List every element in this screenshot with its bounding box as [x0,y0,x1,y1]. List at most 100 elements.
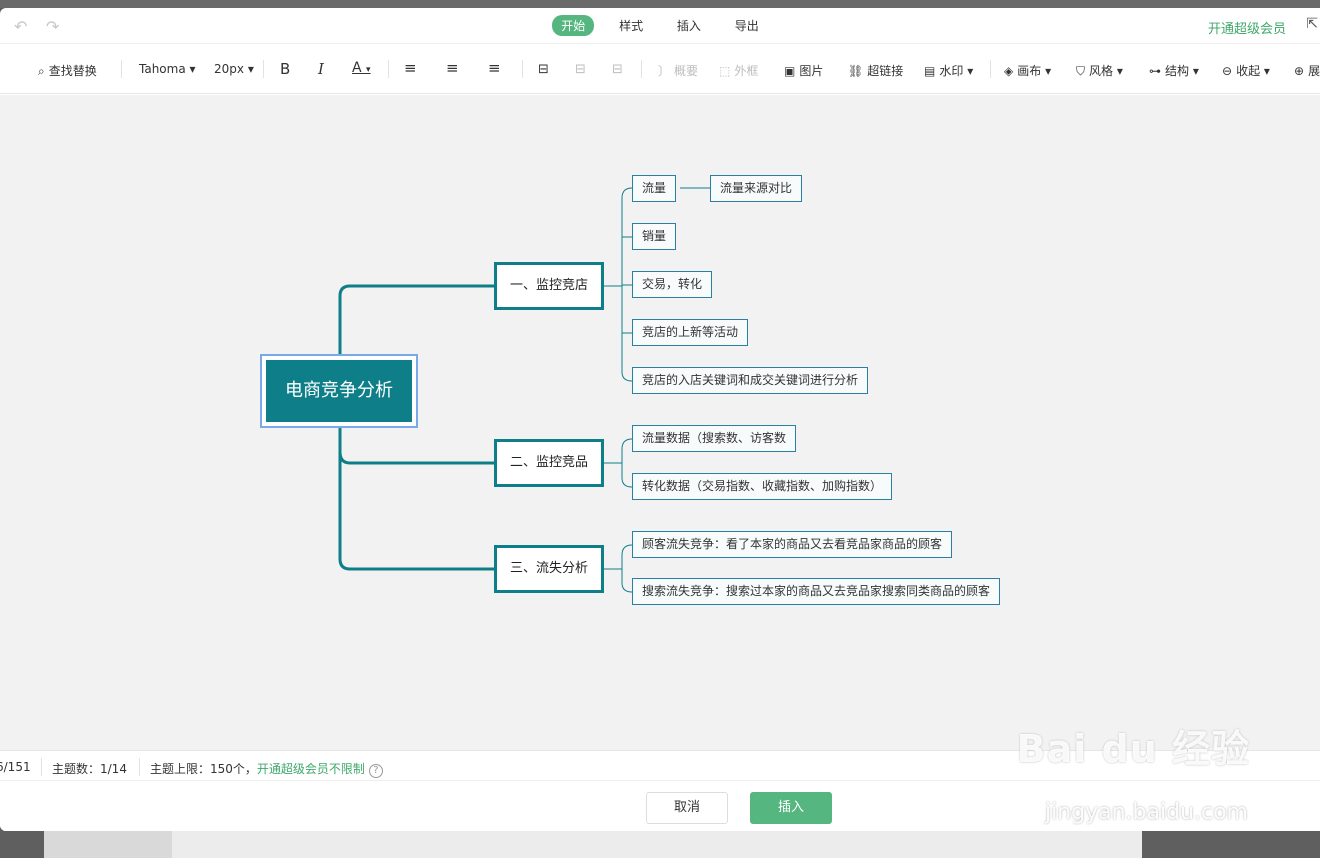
collapse-label: 收起 [1236,64,1261,78]
vip-link[interactable]: 开通超级会员 [1207,22,1286,37]
branch-topic-2[interactable]: 二、监控竞品 [494,439,604,487]
dialog-footer: 取消 插入 [0,780,1320,831]
add-parent-topic-icon[interactable]: ⊟ [612,62,623,77]
plus-circle-icon: ⊕ [1294,64,1305,78]
branch-topic-3[interactable]: 三、流失分析 [494,545,604,593]
chevron-down-icon: ▾ [1116,64,1123,78]
shirt-icon: ⛉ [1076,64,1086,78]
watermark-button[interactable]: ▤水印 ▾ [924,62,973,79]
align-center-icon[interactable]: ≡ [446,59,459,77]
connector [622,236,632,334]
outer-frame-button[interactable]: ⬚外框 [719,62,758,79]
mindmap-canvas[interactable] [0,95,1320,750]
tab-insert[interactable]: 插入 [676,19,701,33]
topic-count: 主题数：1/14 [52,762,127,776]
topic-limit: 主题上限：150个，开通超级会员不限制? [150,760,383,778]
root-topic[interactable]: 电商竞争分析 [266,360,412,422]
font-size-value: 20px [214,62,244,76]
mindmap-dialog: ↶ ↷ 开始 样式 插入 导出 开通超级会员 ⇱ ⌕查找替换 Tahoma ▾ … [0,8,1320,831]
hyperlink-label: 超链接 [867,64,904,78]
watermark-icon: ▤ [924,64,936,78]
chevron-down-icon: ▾ [1192,64,1199,78]
tab-export[interactable]: 导出 [734,19,759,33]
branch-topic-1[interactable]: 一、监控竞店 [494,262,604,310]
chevron-down-icon: ▾ [366,65,371,75]
redo-icon[interactable]: ↷ [46,17,60,36]
link-icon: ⛓ [848,64,864,78]
subtopic[interactable]: 转化数据（交易指数、收藏指数、加购指数） [632,473,893,500]
vip-unlimited-link[interactable]: 开通超级会员不限制 [256,762,365,776]
expand-button[interactable]: ⊕展 [1294,62,1320,79]
connector-branch-1 [338,284,495,354]
image-label: 图片 [799,64,824,78]
add-sibling-topic-icon[interactable]: ⊟ [575,62,586,77]
subtopic[interactable]: 流量来源对比 [710,175,803,202]
background-sidebar [44,831,172,858]
chevron-down-icon: ▾ [967,64,974,78]
insert-button[interactable]: 插入 [750,792,832,824]
divider [641,60,642,78]
find-replace-label: 查找替换 [48,64,97,78]
subtopic[interactable]: 销量 [632,223,677,250]
search-icon: ⌕ [38,64,45,78]
watermark-label: 水印 [939,64,964,78]
chevron-down-icon: ▾ [189,62,196,76]
divider [522,60,523,78]
subtopic[interactable]: 顾客流失竞争：看了本家的商品又去看竞品家商品的顾客 [632,531,953,558]
subtopic[interactable]: 竞店的入店关键词和成交关键词进行分析 [632,367,869,394]
structure-icon: ⊶ [1149,64,1161,78]
tab-start[interactable]: 开始 [552,15,595,36]
connector-branch-3 [338,428,495,571]
status-bar: 6/151 主题数：1/14 主题上限：150个，开通超级会员不限制? [0,750,1320,780]
chevron-down-icon: ▾ [1045,64,1052,78]
structure-button[interactable]: ⊶ 结构 ▾ [1149,62,1199,79]
undo-icon[interactable]: ↶ [14,17,28,36]
image-icon: ▣ [784,64,796,78]
summary-button[interactable]: 〕概要 [658,62,698,79]
font-size-select[interactable]: 20px ▾ [214,62,254,76]
find-replace-button[interactable]: ⌕查找替换 [38,62,97,79]
char-count: 6/151 [0,760,31,774]
subtopic[interactable]: 搜索流失竞争：搜索过本家的商品又去竞品家搜索同类商品的顾客 [632,578,1001,605]
help-icon[interactable]: ? [368,764,383,778]
canvas-button[interactable]: ◈画布 ▾ [1004,62,1051,79]
topic-limit-text: 主题上限：150个， [150,762,257,776]
expand-label: 展 [1308,64,1320,78]
subtopic[interactable]: 流量数据（搜索数、访客数 [632,425,797,452]
subtopic[interactable]: 竞店的上新等活动 [632,319,749,346]
minus-circle-icon: ⊖ [1222,64,1233,78]
paint-bucket-icon: ◈ [1004,64,1014,78]
add-child-topic-icon[interactable]: ⊟ [538,62,549,77]
divider [263,60,264,78]
divider [41,758,42,776]
structure-label: 结构 [1165,64,1190,78]
font-family-value: Tahoma [139,62,186,76]
hyperlink-button[interactable]: ⛓超链接 [848,62,903,79]
font-color-label: A [352,60,362,76]
chevron-down-icon: ▾ [247,62,254,76]
align-right-icon[interactable]: ≡ [488,59,501,77]
background-document [172,831,1142,858]
italic-button[interactable]: I [318,60,324,78]
connector [621,438,633,488]
baidu-watermark: Bai du 经验 [1016,727,1250,771]
baidu-watermark-url: jingyan.baidu.com [1044,800,1248,825]
divider [388,60,389,78]
image-button[interactable]: ▣图片 [784,62,823,79]
style-button[interactable]: ⛉风格 ▾ [1076,62,1123,79]
collapse-button[interactable]: ⊖收起 ▾ [1222,62,1270,79]
share-icon[interactable]: ⇱ [1306,16,1318,32]
font-family-select[interactable]: Tahoma ▾ [139,62,196,76]
header-bar: ↶ ↷ 开始 样式 插入 导出 开通超级会员 ⇱ [0,8,1320,44]
divider [121,60,122,78]
chevron-down-icon: ▾ [1263,64,1270,78]
toolbar: ⌕查找替换 Tahoma ▾ 20px ▾ B I A ▾ ≡ ≡ ≡ ⊟ ⊟ … [0,44,1320,94]
font-color-button[interactable]: A ▾ [352,60,371,76]
divider [990,60,991,78]
tab-style[interactable]: 样式 [619,19,644,33]
subtopic[interactable]: 流量 [632,175,677,202]
bold-button[interactable]: B [280,60,291,78]
align-left-icon[interactable]: ≡ [404,59,417,77]
cancel-button[interactable]: 取消 [646,792,728,824]
subtopic[interactable]: 交易，转化 [632,271,713,298]
